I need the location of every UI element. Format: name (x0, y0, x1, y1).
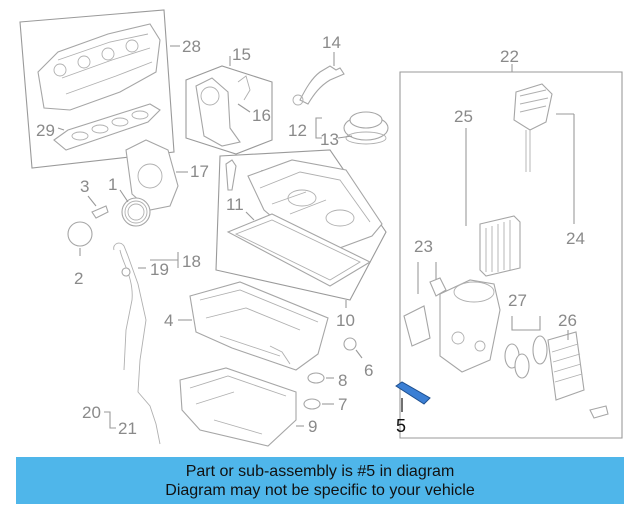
callout-9: 9 (308, 417, 317, 436)
callout-11: 11 (226, 195, 244, 214)
callout-29: 29 (36, 121, 55, 140)
intake-manifold-group (19, 9, 180, 169)
callout-17: 17 (190, 162, 209, 181)
callout-22: 22 (500, 47, 519, 66)
callout-4: 4 (164, 311, 173, 330)
callout-18: 18 (182, 252, 201, 271)
callout-8: 8 (338, 371, 347, 390)
upper-oil-pan-group (178, 281, 363, 371)
callout-6: 6 (364, 361, 373, 380)
callout-10: 10 (336, 311, 355, 330)
callout-21: 21 (118, 419, 137, 438)
callout-14: 14 (322, 33, 341, 52)
callout-28: 28 (182, 37, 201, 56)
callout-16: 16 (252, 106, 271, 125)
highlighted-part-5 (395, 381, 431, 412)
callout-24: 24 (566, 229, 585, 248)
callout-3: 3 (80, 177, 89, 196)
info-banner: Part or sub-assembly is #5 in diagram Di… (16, 457, 624, 504)
timing-cover-group (185, 56, 273, 155)
callout-7: 7 (338, 395, 347, 414)
callout-23: 23 (414, 237, 433, 256)
callout-5: 5 (396, 416, 406, 436)
crank-pulley-group (67, 139, 188, 256)
banner-line-part-number: Part or sub-assembly is #5 in diagram (185, 462, 455, 480)
callout-1: 1 (108, 175, 117, 194)
breather-hose-group (292, 52, 345, 106)
callout-26: 26 (558, 311, 577, 330)
callout-25: 25 (454, 107, 473, 126)
filler-cap-group (315, 111, 389, 145)
callout-13: 13 (320, 130, 339, 149)
callout-19: 19 (150, 260, 169, 279)
callout-12: 12 (288, 121, 307, 140)
dipstick-group (104, 242, 179, 445)
banner-line-disclaimer: Diagram may not be specific to your vehi… (165, 481, 475, 499)
callout-15: 15 (232, 45, 251, 64)
oil-filter-housing-group (399, 64, 623, 439)
callout-27: 27 (508, 291, 527, 310)
valve-cover-group (215, 149, 387, 308)
callout-2: 2 (74, 269, 83, 288)
callout-labels: 1 2 3 4 5 6 7 8 9 10 11 12 13 14 15 16 1… (36, 33, 585, 438)
lower-oil-pan-group (179, 367, 334, 447)
callout-20: 20 (82, 403, 101, 422)
